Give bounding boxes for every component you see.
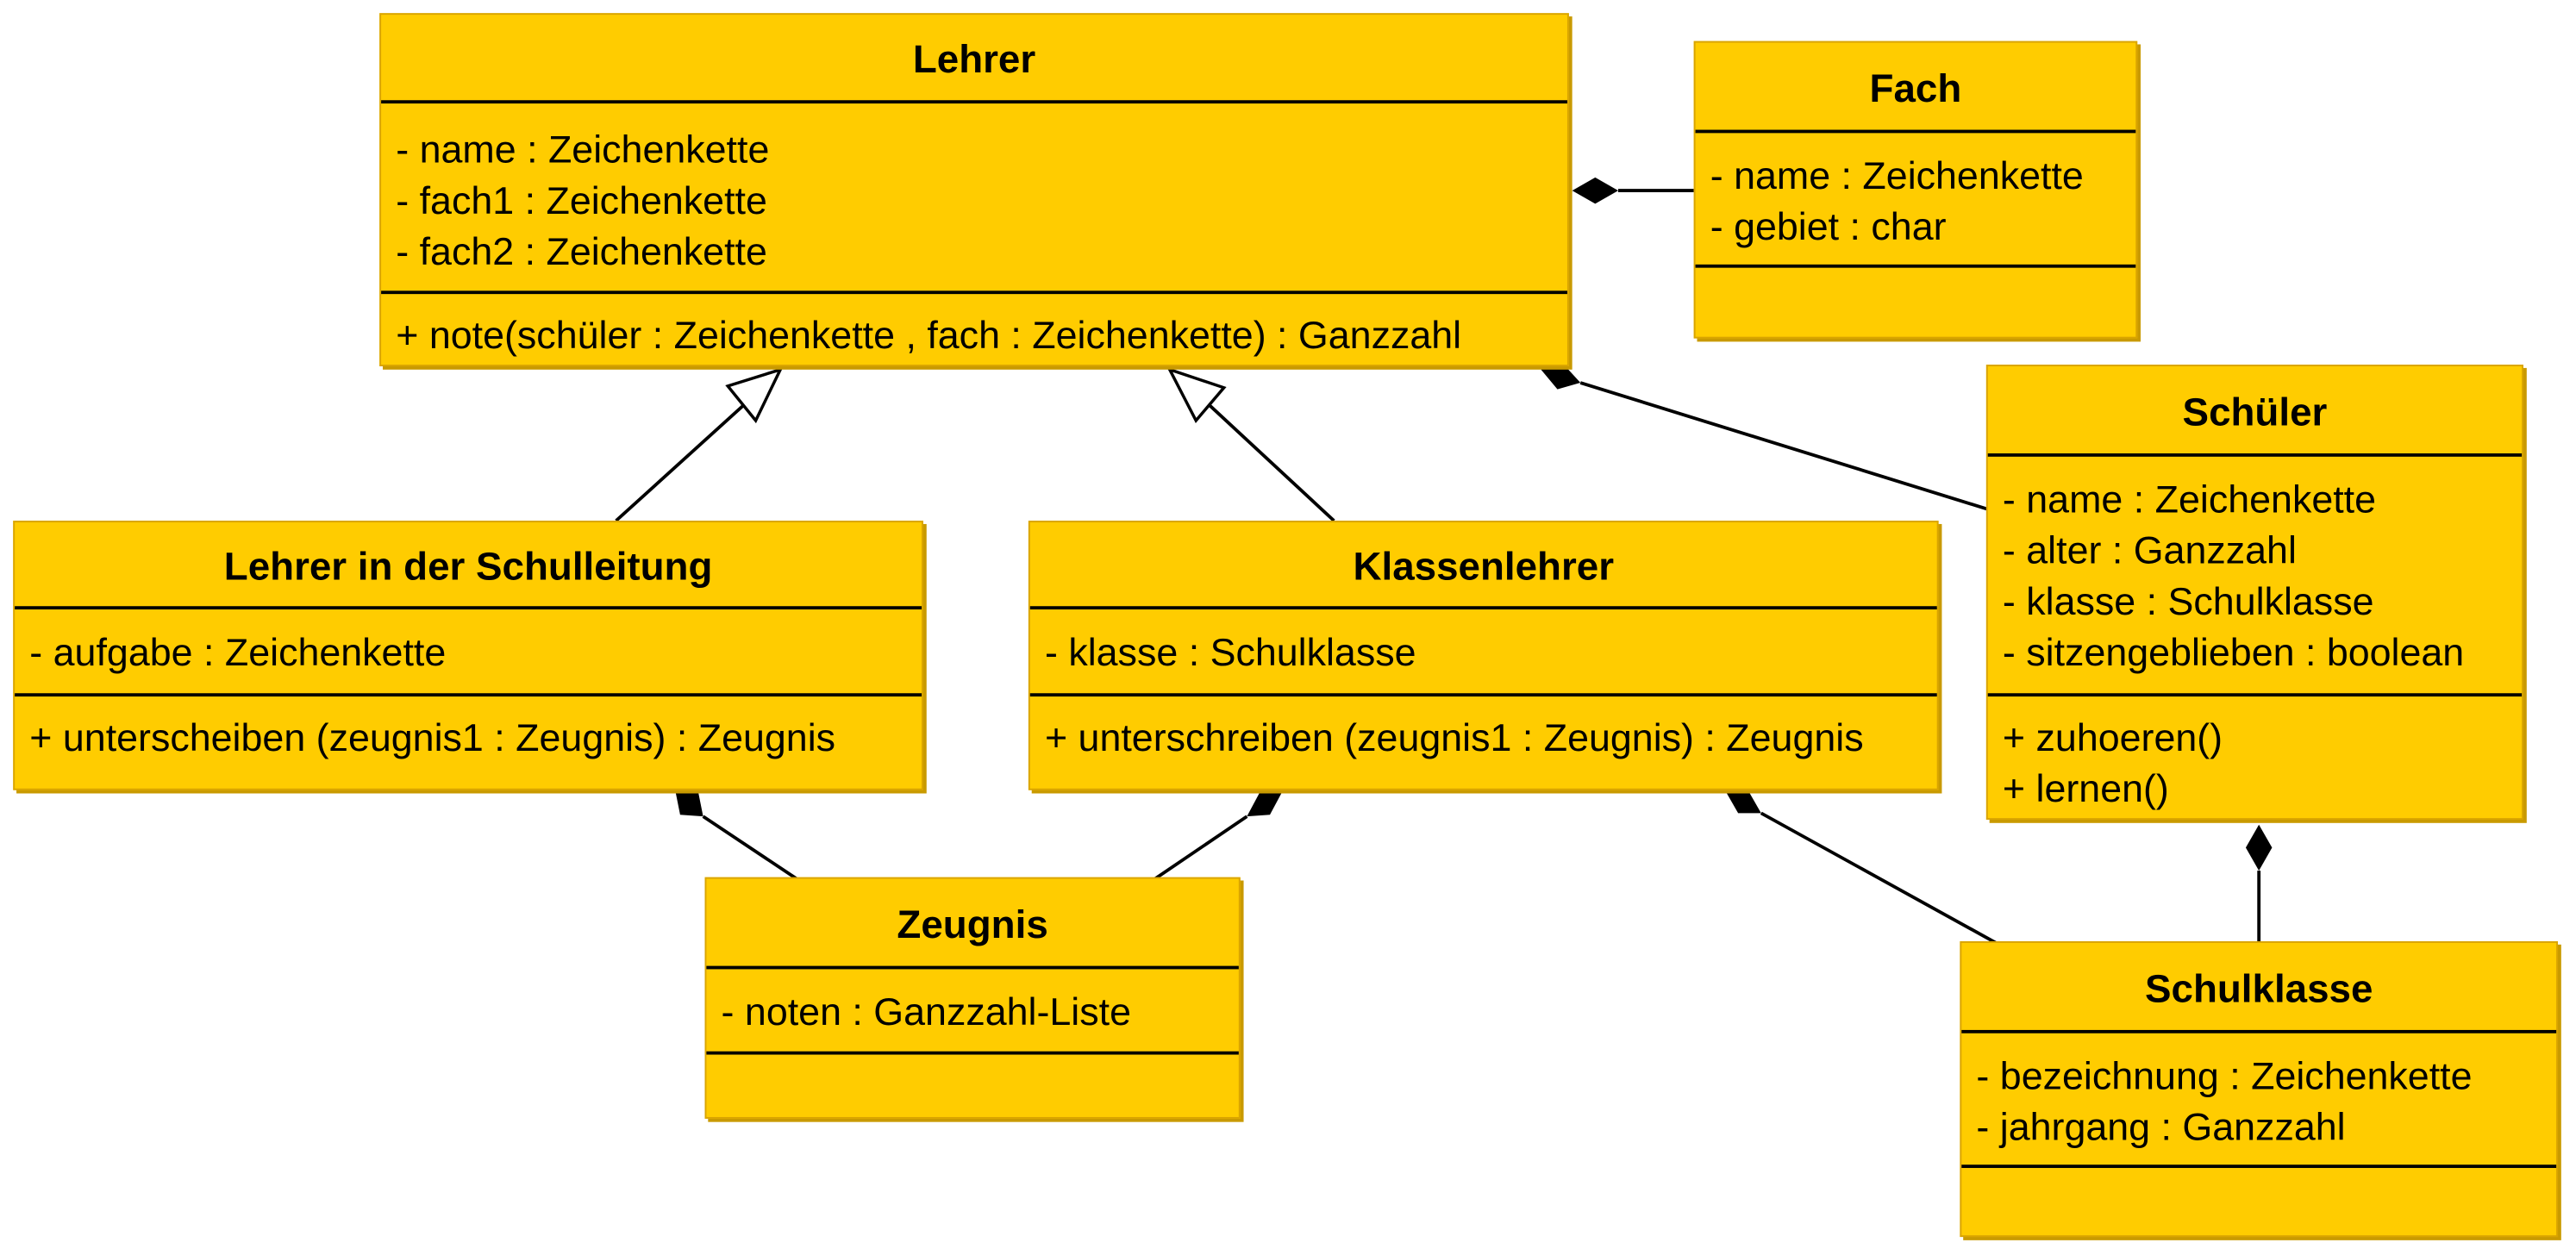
attribute: - jahrgang : Ganzzahl (1976, 1105, 2346, 1149)
composition-diamond (675, 790, 703, 817)
class-name: Fach (1695, 43, 2136, 134)
attribute-compartment: - aufgabe : Zeichenkette (15, 609, 922, 697)
operation: + note(schüler : Zeichenkette , fach : Z… (396, 314, 1462, 357)
class-lehrer-in-der-schulleitung[interactable]: Lehrer in der Schulleitung - aufgabe : Z… (13, 521, 923, 790)
attribute-compartment: - klasse : Schulklasse (1029, 609, 1937, 697)
composition-diamond (1541, 363, 1581, 390)
operation-compartment: + unterschreiben (zeugnis1 : Zeugnis) : … (1030, 696, 1937, 764)
attribute: - alter : Ganzzahl (2002, 528, 2297, 572)
generalization-klassenlehrer-lehrer (1166, 366, 1335, 522)
composition-klassenlehrer-schulklasse (1724, 790, 1998, 945)
attribute: - noten : Ganzzahl-Liste (721, 990, 1132, 1033)
attribute: - name : Zeichenkette (396, 128, 770, 172)
composition-schulleitung-zeugnis (675, 790, 798, 881)
attribute: - name : Zeichenkette (1710, 154, 2084, 197)
attribute-compartment: - name : Zeichenkette - fach1 : Zeichenk… (381, 103, 1567, 295)
generalization-schulleitung-lehrer (615, 366, 784, 522)
composition-diamond (1724, 790, 1761, 814)
attribute-compartment: - noten : Ganzzahl-Liste (706, 969, 1239, 1055)
composition-diamond (2245, 824, 2273, 871)
class-zeugnis[interactable]: Zeugnis - noten : Ganzzahl-Liste (704, 877, 1241, 1119)
class-name: Schulklasse (1961, 943, 2557, 1033)
composition-diamond (1247, 790, 1284, 817)
attribute-compartment: - name : Zeichenkette - gebiet : char (1695, 133, 2136, 268)
operation-compartment: + unterscheiben (zeugnis1 : Zeugnis) : Z… (15, 696, 922, 764)
attribute: - bezeichnung : Zeichenkette (1976, 1054, 2473, 1098)
class-fach[interactable]: Fach - name : Zeichenkette - gebiet : ch… (1693, 41, 2138, 339)
composition-klassenlehrer-zeugnis (1154, 790, 1284, 881)
attribute-compartment: - name : Zeichenkette - alter : Ganzzahl… (1987, 457, 2523, 697)
class-name: Schüler (1987, 366, 2523, 457)
operation-compartment: + note(schüler : Zeichenkette , fach : Z… (381, 294, 1567, 361)
attribute: - klasse : Schulklasse (1044, 630, 1416, 674)
attribute: - gebiet : char (1710, 205, 1947, 248)
class-schulklasse[interactable]: Schulklasse - bezeichnung : Zeichenkette… (1960, 941, 2559, 1238)
composition-lehrer-fach (1572, 177, 1694, 204)
composition-lehrer-schueler (1541, 363, 1989, 511)
class-klassenlehrer[interactable]: Klassenlehrer - klasse : Schulklasse + u… (1028, 521, 1939, 790)
class-lehrer[interactable]: Lehrer - name : Zeichenkette - fach1 : Z… (379, 13, 1569, 366)
class-name: Lehrer in der Schulleitung (15, 522, 922, 610)
class-schueler[interactable]: Schüler - name : Zeichenkette - alter : … (1985, 365, 2524, 820)
attribute: - klasse : Schulklasse (2002, 579, 2374, 623)
composition-schueler-schulklasse (2245, 824, 2273, 943)
operation: + unterschreiben (zeugnis1 : Zeugnis) : … (1044, 715, 1864, 759)
attribute: - fach2 : Zeichenkette (396, 229, 767, 273)
attribute-compartment: - bezeichnung : Zeichenkette - jahrgang … (1961, 1033, 2557, 1169)
class-name: Klassenlehrer (1029, 522, 1937, 610)
operation-compartment: + zuhoeren() + lernen() (1988, 696, 2522, 815)
attribute: - name : Zeichenkette (2002, 478, 2377, 521)
class-name: Zeugnis (706, 879, 1239, 970)
attribute: - sitzengeblieben : boolean (2002, 630, 2465, 674)
attribute: - fach1 : Zeichenkette (396, 178, 767, 222)
operation: + zuhoeren() (2002, 715, 2223, 759)
class-name: Lehrer (381, 15, 1567, 104)
operation: + unterscheiben (zeugnis1 : Zeugnis) : Z… (29, 715, 836, 759)
composition-diamond (1572, 177, 1619, 204)
attribute: - aufgabe : Zeichenkette (29, 630, 447, 674)
operation: + lernen() (2002, 767, 2169, 810)
